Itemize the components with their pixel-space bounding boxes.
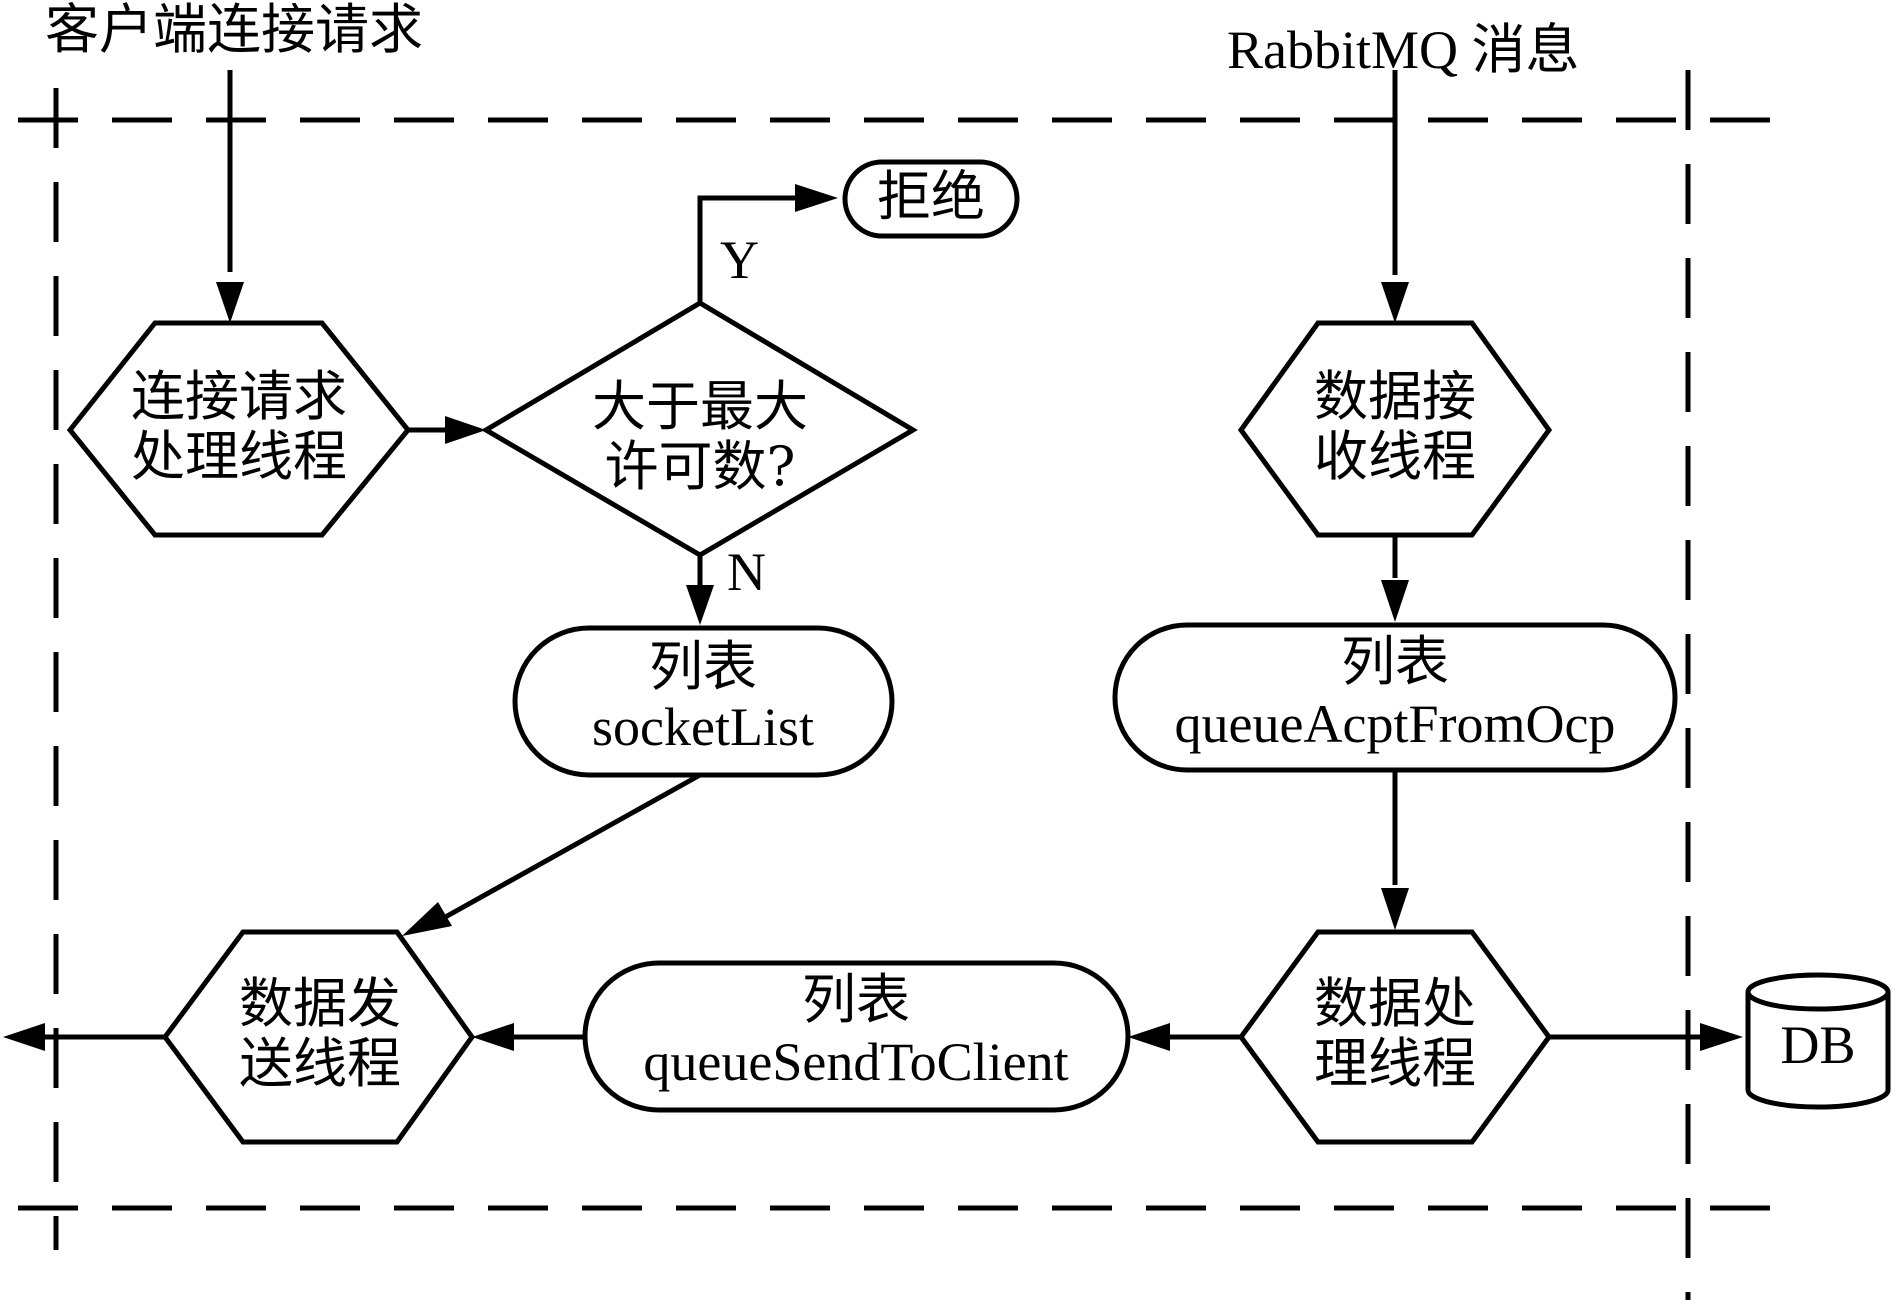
arrowhead	[795, 184, 838, 212]
node-label-line1: 连接请求	[131, 365, 347, 428]
edge-label-no: N	[727, 542, 766, 602]
arrowhead	[216, 282, 244, 323]
arrowhead	[472, 1023, 514, 1051]
hexagon-shape	[1237, 929, 1553, 1145]
node-label-line2: 理线程	[1314, 1032, 1476, 1095]
node-label-line1: 数据处	[1314, 972, 1476, 1035]
arrowhead	[402, 902, 452, 936]
hexagon-shape	[66, 320, 412, 538]
client-request-input-label: 客户端连接请求	[45, 0, 423, 61]
node-conn-handler: 连接请求 处理线程	[66, 320, 412, 538]
queue-shape	[512, 625, 895, 778]
node-label-line1: 大于最大	[592, 375, 808, 438]
connectors	[3, 70, 1743, 1051]
diamond-shape	[481, 300, 918, 558]
rabbitmq-message-input-label: RabbitMQ 消息	[1227, 20, 1580, 80]
cylinder-body	[1745, 992, 1891, 1110]
terminal-shape	[842, 159, 1020, 239]
system-boundary	[18, 70, 1780, 1300]
queue-shape	[582, 960, 1131, 1113]
arrowhead	[1128, 1023, 1170, 1051]
hexagon-shape	[161, 929, 476, 1145]
node-label-line2: queueSendToClient	[643, 1032, 1068, 1092]
node-label-line1: 数据发	[239, 972, 401, 1035]
node-socket-list: 列表 socketList	[512, 625, 895, 778]
hexagon-shape	[1237, 320, 1553, 538]
node-label-line1: 列表	[649, 635, 757, 698]
node-label-line2: 处理线程	[131, 425, 347, 488]
node-data-send: 数据发 送线程	[161, 929, 476, 1145]
node-db: DB	[1745, 972, 1891, 1110]
node-label-line2: 许可数?	[605, 435, 796, 498]
node-data-recv: 数据接 收线程	[1237, 320, 1553, 538]
node-label: DB	[1780, 1015, 1855, 1075]
arrowhead	[1381, 888, 1409, 930]
node-label: 拒绝	[877, 165, 985, 228]
node-label-line2: socketList	[592, 697, 814, 757]
node-reject: 拒绝	[842, 159, 1020, 239]
cylinder-top	[1745, 972, 1891, 1012]
node-label-line1: 列表	[1341, 630, 1449, 693]
node-queue-send: 列表 queueSendToClient	[582, 960, 1131, 1113]
node-max-check: 大于最大 许可数?	[481, 300, 918, 558]
node-queue-acpt: 列表 queueAcptFromOcp	[1112, 622, 1678, 773]
node-label-line1: 数据接	[1314, 365, 1476, 428]
arrow-check-yes-to-reject	[697, 195, 800, 303]
edge-label-yes: Y	[720, 230, 759, 290]
arrowhead	[445, 416, 486, 444]
node-label-line2: 送线程	[239, 1032, 401, 1095]
node-label-line1: 列表	[802, 968, 910, 1031]
node-label-line2: 收线程	[1314, 425, 1476, 488]
arrowhead	[686, 585, 714, 625]
arrowhead	[1381, 580, 1409, 622]
arrowhead	[1700, 1023, 1743, 1051]
node-label-line2: queueAcptFromOcp	[1175, 694, 1616, 754]
arrow-socket-list-to-data-send	[438, 772, 702, 923]
arrowhead	[3, 1023, 45, 1051]
arrowhead	[1381, 282, 1409, 323]
node-data-proc: 数据处 理线程	[1237, 929, 1553, 1145]
queue-shape	[1112, 622, 1678, 773]
